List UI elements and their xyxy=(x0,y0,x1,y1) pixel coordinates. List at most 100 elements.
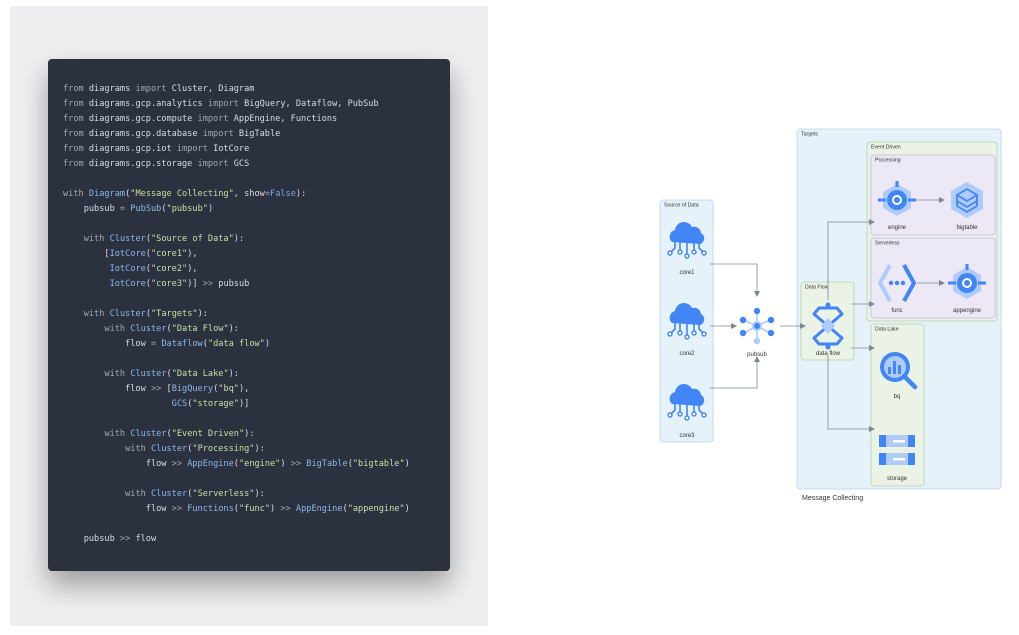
code-token: with xyxy=(63,189,84,199)
code-token: ( xyxy=(233,504,239,514)
core1-node[interactable]: core1 xyxy=(667,221,707,276)
code-token: with xyxy=(83,309,105,319)
code-token: AppEngine, Functions xyxy=(228,114,338,124)
code-token: ( xyxy=(202,339,208,349)
code-token: ), xyxy=(187,264,198,274)
code-line: flow = Dataflow("data flow") xyxy=(63,337,410,352)
code-token: Functions xyxy=(187,504,234,514)
code-token: pubsub xyxy=(213,279,250,289)
appengine-label: appengine xyxy=(953,308,982,314)
code-token: flow xyxy=(63,504,172,514)
code-token: Cluster xyxy=(150,489,188,499)
code-token: ) xyxy=(270,504,281,514)
code-token: from xyxy=(63,99,84,109)
code-token: GCS xyxy=(228,159,250,169)
code-token: Cluster xyxy=(109,309,146,319)
code-token: ): xyxy=(254,444,265,454)
code-token: diagrams.gcp.compute xyxy=(83,114,198,124)
code-token: ): xyxy=(244,429,255,439)
code-token: ( xyxy=(125,189,131,199)
code-card xyxy=(48,59,450,571)
code-token: import xyxy=(135,84,167,94)
code-line: with Cluster("Data Lake"): xyxy=(63,367,410,382)
code-token: IotCore xyxy=(109,249,146,259)
code-token: = xyxy=(150,339,157,349)
code-token: "Serverless" xyxy=(192,489,255,499)
code-token: >> xyxy=(280,504,291,514)
cluster-source-of-data-label: Source of Data xyxy=(664,203,699,209)
code-token: False xyxy=(270,189,296,199)
code-token: ): xyxy=(233,234,245,244)
code-token: "bigtable" xyxy=(352,459,405,469)
func-node[interactable]: func xyxy=(878,264,916,314)
code-token: ( xyxy=(347,459,353,469)
dataflow-label: data flow xyxy=(816,351,841,357)
code-token: ( xyxy=(145,249,151,259)
pubsub-node[interactable]: pubsub xyxy=(739,307,775,358)
code-token: diagrams.gcp.analytics xyxy=(83,99,208,109)
code-token: diagrams.gcp.iot xyxy=(83,144,177,154)
code-token: "appengine" xyxy=(347,504,405,514)
code-token: Cluster, Diagram xyxy=(166,84,255,94)
code-token: ) xyxy=(404,459,410,469)
appengine-node[interactable]: appengine xyxy=(948,264,986,314)
storage-icon xyxy=(879,435,915,465)
edge-core1-pubsub xyxy=(710,263,760,297)
code-token: with xyxy=(125,489,146,499)
engine-node[interactable]: engine xyxy=(878,181,916,231)
code-line: IotCore("core3")] >> pubsub xyxy=(63,277,410,292)
code-token: ( xyxy=(166,324,172,334)
code-token: with xyxy=(125,444,146,454)
edge-dataflow-storage xyxy=(827,355,875,432)
code-token: ( xyxy=(233,459,239,469)
code-token: Cluster xyxy=(130,324,167,334)
code-token: "Data Flow" xyxy=(171,324,229,334)
code-token: >> xyxy=(119,534,131,544)
code-token: [ xyxy=(161,384,172,394)
bq-label: bq xyxy=(894,394,901,400)
code-token: )] xyxy=(187,279,203,289)
engine-label: engine xyxy=(888,225,907,231)
code-token: >> xyxy=(150,384,162,394)
code-line: pubsub >> flow xyxy=(63,532,410,547)
code-token: Dataflow xyxy=(161,339,203,349)
func-label: func xyxy=(891,308,902,314)
code-token: pubsub xyxy=(63,534,120,544)
code-token: AppEngine xyxy=(295,504,343,514)
code-token: ( xyxy=(145,309,151,319)
cluster-data-lake-label: Data Lake xyxy=(875,327,899,333)
code-line: flow >> [BigQuery("bq"), xyxy=(63,382,410,397)
storage-node[interactable]: storage xyxy=(879,435,915,482)
code-token: ( xyxy=(166,429,172,439)
code-token: = xyxy=(119,204,126,214)
core3-node[interactable]: core3 xyxy=(667,383,707,439)
code-token: with xyxy=(104,369,126,379)
core1-label: core1 xyxy=(679,270,695,276)
code-token: "Targets" xyxy=(151,309,198,319)
code-token: import xyxy=(197,114,229,124)
code-token: BigTable xyxy=(306,459,348,469)
code-token: diagrams.gcp.storage xyxy=(83,159,198,169)
code-token: "Source of Data" xyxy=(151,234,234,244)
bigtable-icon xyxy=(951,182,983,218)
code-line: with Cluster("Targets"): xyxy=(63,307,410,322)
bq-node[interactable]: bq xyxy=(880,352,918,400)
code-token: "core3" xyxy=(150,279,188,289)
code-line: from diagrams.gcp.compute import AppEngi… xyxy=(63,112,410,127)
dataflow-icon xyxy=(812,302,844,350)
bigtable-node[interactable]: bigtable xyxy=(951,182,983,231)
dataflow-node[interactable]: data flow xyxy=(812,302,844,358)
code-token: Diagram xyxy=(88,189,126,199)
core2-label: core2 xyxy=(679,351,695,357)
code-token: import xyxy=(202,129,234,139)
code-line: with Cluster("Serverless"): xyxy=(63,487,410,502)
code-line: from diagrams.gcp.iot import IotCore xyxy=(63,142,410,157)
code-token: with xyxy=(83,234,105,244)
code-line: with Diagram("Message Collecting", show=… xyxy=(63,187,410,202)
cluster-processing-label: Processing xyxy=(875,158,901,164)
core2-node[interactable]: core2 xyxy=(667,302,707,357)
code-token: ( xyxy=(187,399,193,409)
edge-dataflow-engine xyxy=(827,219,875,300)
code-token: "Data Lake" xyxy=(171,369,229,379)
code-token: = xyxy=(264,189,271,199)
